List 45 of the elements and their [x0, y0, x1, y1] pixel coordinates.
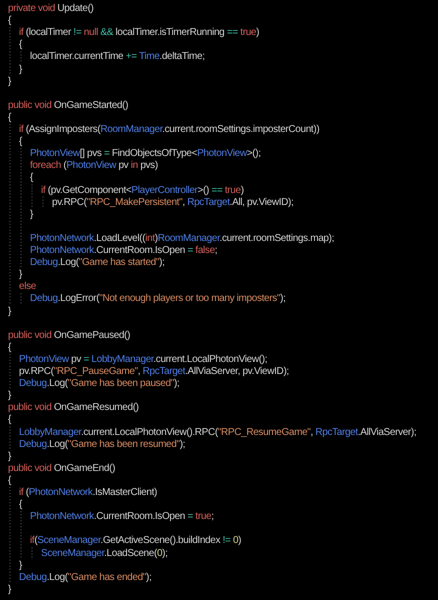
- code-line: LobbyManager.current.LocalPhotonView().RPC("RPC_ResumeGame", RpcTarget.AllViaServer);: [19, 426, 416, 438]
- code-line: Debug.Log("Game has been resumed");: [19, 438, 186, 451]
- code-line: {: [8, 342, 11, 354]
- code-line: }: [30, 208, 33, 221]
- code-line: {: [30, 172, 33, 184]
- code-line: public void OnGameResumed(): [8, 402, 139, 414]
- code-line: }: [8, 306, 11, 318]
- code-line: PhotonNetwork.LoadLevel((int)RoomManager.current.roomSettings.map);: [30, 232, 334, 245]
- code-line: else: [19, 281, 36, 294]
- code-line: {: [19, 499, 22, 512]
- code-line: }: [8, 584, 11, 596]
- code-line: }: [8, 450, 11, 463]
- code-line: PhotonNetwork.CurrentRoom.IsOpen = true;: [30, 511, 214, 524]
- code-line: pv.RPC("RPC_MakePersistent", RpcTarget.All, pv.ViewID);: [52, 196, 294, 209]
- code-line: foreach (PhotonView pv in pvs): [30, 160, 158, 172]
- code-line: PhotonNetwork.CurrentRoom.IsOpen = false;: [30, 245, 218, 257]
- code-line: Debug.Log("Game has ended");: [19, 572, 152, 584]
- code-line: {: [19, 39, 22, 52]
- code-line: pv.RPC("RPC_PauseGame", RpcTarget.AllViaServer, pv.ViewID);: [19, 366, 289, 378]
- code-line: Debug.LogError("Not enough players or too many imposters");: [30, 293, 286, 306]
- code-line: SceneManager.LoadScene(0);: [41, 548, 168, 560]
- code-line: }: [19, 269, 22, 282]
- code-line: public void OnGameEnd(): [8, 462, 116, 475]
- code-line: }: [19, 560, 22, 572]
- code-line: if (AssignImposters(RoomManager.current.roomSettings.imposterCount)): [19, 124, 320, 136]
- code-line: {: [8, 15, 11, 28]
- code-line: PhotonView pv = LobbyManager.current.LocalPhotonView();: [19, 354, 268, 366]
- code-line: if(SceneManager.GetActiveScene().buildIndex != 0): [30, 535, 242, 548]
- code-line: {: [8, 112, 11, 124]
- code-line: public void OnGameStarted(): [8, 100, 128, 112]
- code-line: if (pv.GetComponent<PlayerController>() == true): [41, 184, 244, 196]
- code-line: Debug.Log("Game has started");: [30, 257, 164, 270]
- code-line: }: [8, 390, 11, 402]
- code-line: private void Update(): [8, 3, 94, 15]
- code-line: {: [19, 136, 22, 148]
- code-line: {: [8, 474, 11, 487]
- code-line: }: [19, 64, 22, 76]
- code-line: }: [8, 76, 11, 88]
- code-line: if (localTimer != null && localTimer.isTimerRunning == true): [19, 27, 260, 40]
- code-line: localTimer.currentTime += Time.deltaTime;: [30, 51, 205, 64]
- code-line: Debug.Log("Game has been paused");: [19, 378, 180, 390]
- code-line: {: [8, 414, 11, 426]
- code-line: if (PhotonNetwork.IsMasterClient): [19, 487, 157, 499]
- code-line: public void OnGamePaused(): [8, 330, 130, 342]
- code-line: PhotonView[] pvs = FindObjectsOfType<PhotonView>();: [30, 148, 261, 160]
